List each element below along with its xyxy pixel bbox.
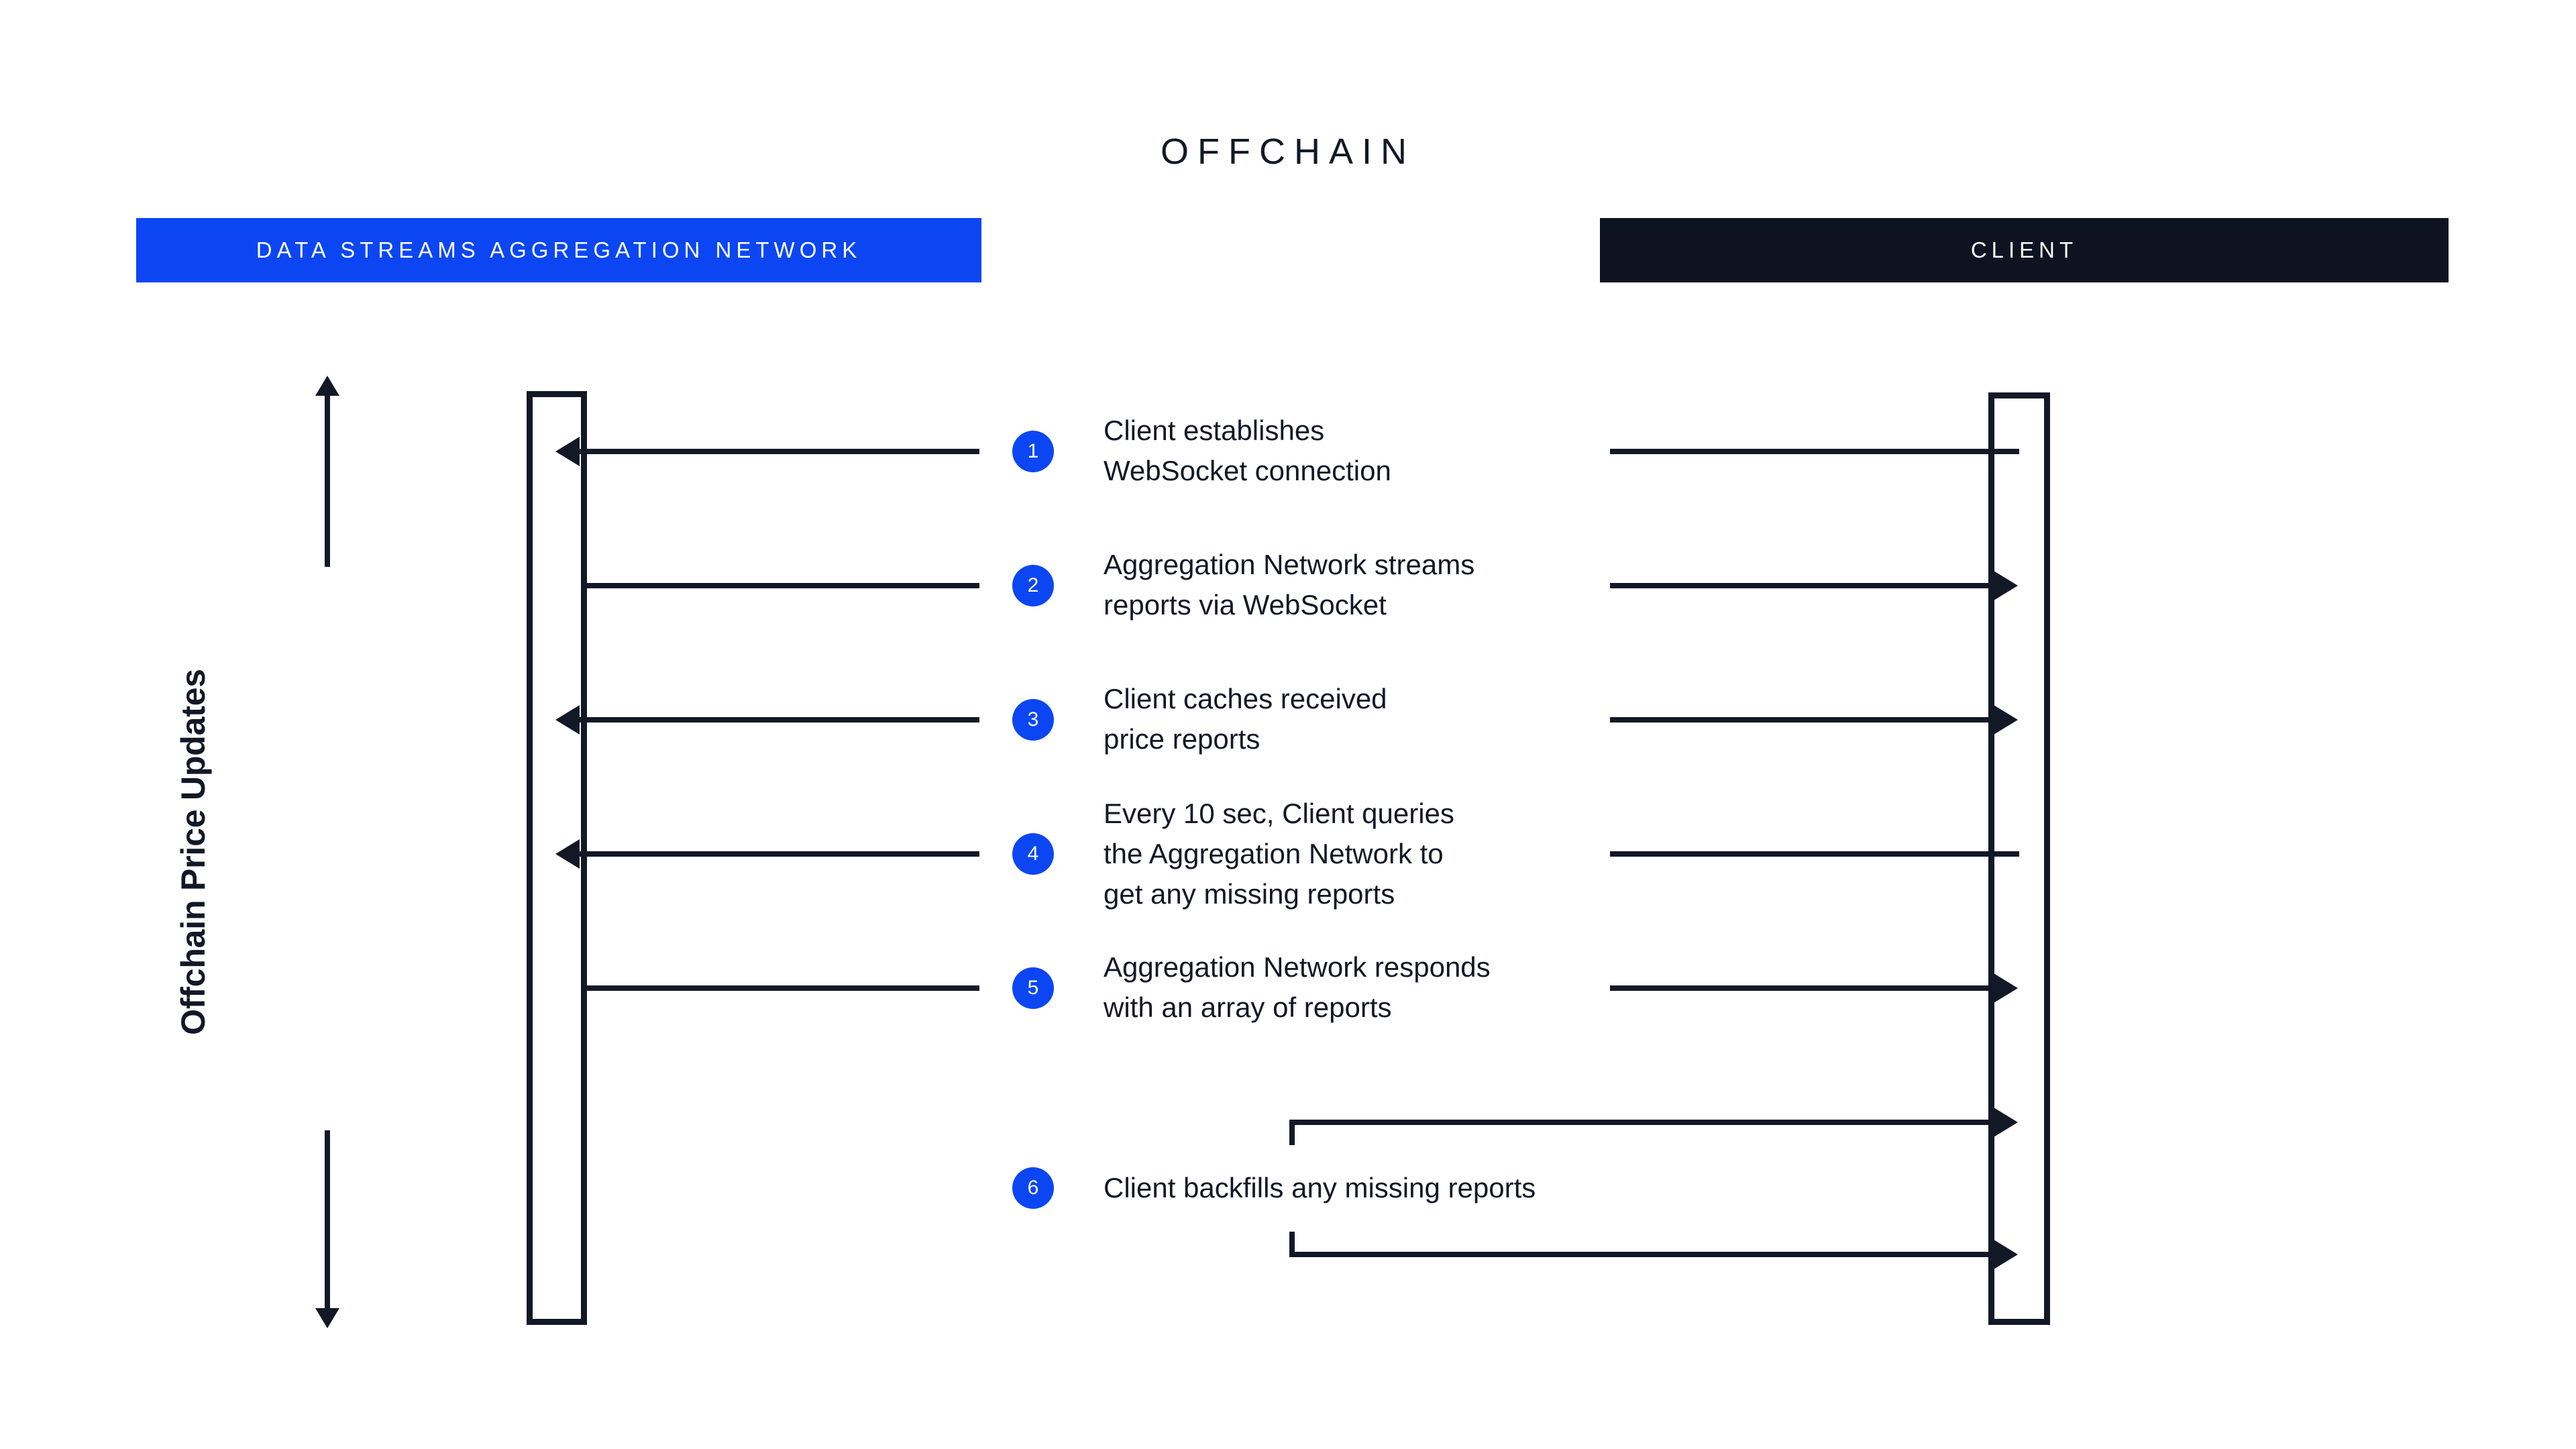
message-line-5-left [584, 985, 979, 991]
axis-label-mask [303, 567, 352, 1130]
axis-label: Offchain Price Updates [174, 669, 212, 1035]
step-badge-1[interactable]: 1 [1012, 431, 1054, 472]
arrow-head-4-left [555, 839, 580, 869]
arrow-head-2-right [1994, 571, 2018, 600]
arrow-head-5-right [1994, 973, 2018, 1003]
step-badge-4[interactable]: 4 [1012, 833, 1054, 875]
step-caption-5: Aggregation Network responds with an arr… [1104, 951, 1491, 1023]
lane-header-client-label: CLIENT [1970, 237, 2078, 262]
step-badge-5[interactable]: 5 [1012, 967, 1054, 1009]
arrow-head-6-upper [1994, 1108, 2018, 1137]
message-line-4-right [1610, 851, 2019, 857]
lane-header-aggregation-network: DATA STREAMS AGGREGATION NETWORK [136, 218, 981, 282]
lane-header-client: CLIENT [1600, 218, 2449, 282]
step-caption-1: Client establishes WebSocket connection [1104, 415, 1391, 486]
arrow-head-3-right [1994, 705, 2018, 735]
step-caption-4: Every 10 sec, Client queries the Aggrega… [1104, 798, 1454, 910]
message-line-1-left [560, 449, 979, 454]
self-loop-lower-line [1289, 1252, 1998, 1257]
step-caption-6: Client backfills any missing reports [1104, 1172, 1536, 1203]
page-title: OFFCHAIN [1161, 131, 1415, 172]
message-line-2-right [1610, 583, 1998, 588]
lane-header-aggregation-network-label: DATA STREAMS AGGREGATION NETWORK [256, 237, 862, 262]
step-caption-2: Aggregation Network streams reports via … [1104, 549, 1475, 621]
arrow-head-6-lower [1994, 1240, 2018, 1269]
self-loop-upper-stub [1289, 1120, 1295, 1145]
step-badge-2[interactable]: 2 [1012, 565, 1054, 606]
message-line-3-right [1610, 717, 1998, 722]
step-caption-3: Client caches received price reports [1104, 683, 1387, 755]
message-line-4-left [560, 851, 979, 857]
message-line-2-left [584, 583, 979, 588]
step-badge-6[interactable]: 6 [1012, 1167, 1054, 1209]
self-loop-lower-stub [1289, 1232, 1295, 1257]
message-line-3-left [560, 717, 979, 722]
step-badge-3[interactable]: 3 [1012, 699, 1054, 741]
message-line-5-right [1610, 985, 1998, 991]
message-line-1-right [1610, 449, 2019, 454]
lifeline-client [1988, 392, 2050, 1325]
self-loop-upper-line [1289, 1120, 1998, 1125]
arrow-head-1-left [555, 437, 580, 466]
arrow-head-3-left [555, 705, 580, 735]
